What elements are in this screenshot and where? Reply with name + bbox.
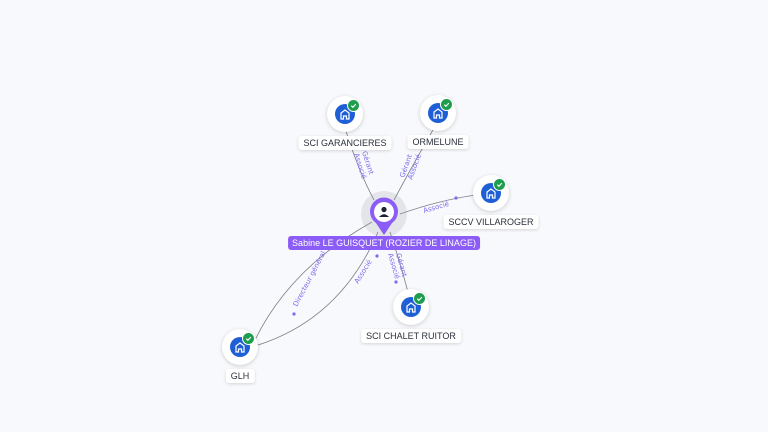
check-icon — [347, 99, 360, 112]
company-badge — [473, 175, 509, 211]
check-icon — [413, 292, 426, 305]
company-label[interactable]: SCCV VILLAROGER — [443, 215, 539, 229]
edge-arrow — [292, 312, 296, 316]
edge-sccv-villaroger — [399, 194, 477, 215]
person-icon — [370, 197, 398, 235]
company-label[interactable]: ORMELUNE — [407, 135, 469, 149]
edge-arrow — [394, 280, 398, 284]
check-icon — [493, 178, 506, 191]
company-badge — [420, 95, 456, 131]
company-badge — [327, 96, 363, 132]
company-label[interactable]: SCI GARANCIERES — [298, 136, 392, 150]
person-name-label[interactable]: Sabine LE GUISQUET (ROZIER DE LINAGE) — [288, 236, 480, 250]
company-label[interactable]: GLH — [225, 369, 255, 383]
edge-label-villaroger-associe: Associé — [422, 200, 450, 215]
edge-glh-associe — [254, 231, 379, 347]
check-icon — [242, 332, 255, 345]
check-icon — [440, 98, 453, 111]
company-label[interactable]: SCI CHALET RUITOR — [361, 329, 461, 343]
company-badge — [393, 289, 429, 325]
edge-glh-director — [254, 221, 373, 341]
company-badge — [222, 329, 258, 365]
edge-arrow — [454, 196, 458, 200]
edge-arrow — [375, 254, 379, 258]
edge-sci-garancieres — [344, 127, 375, 201]
